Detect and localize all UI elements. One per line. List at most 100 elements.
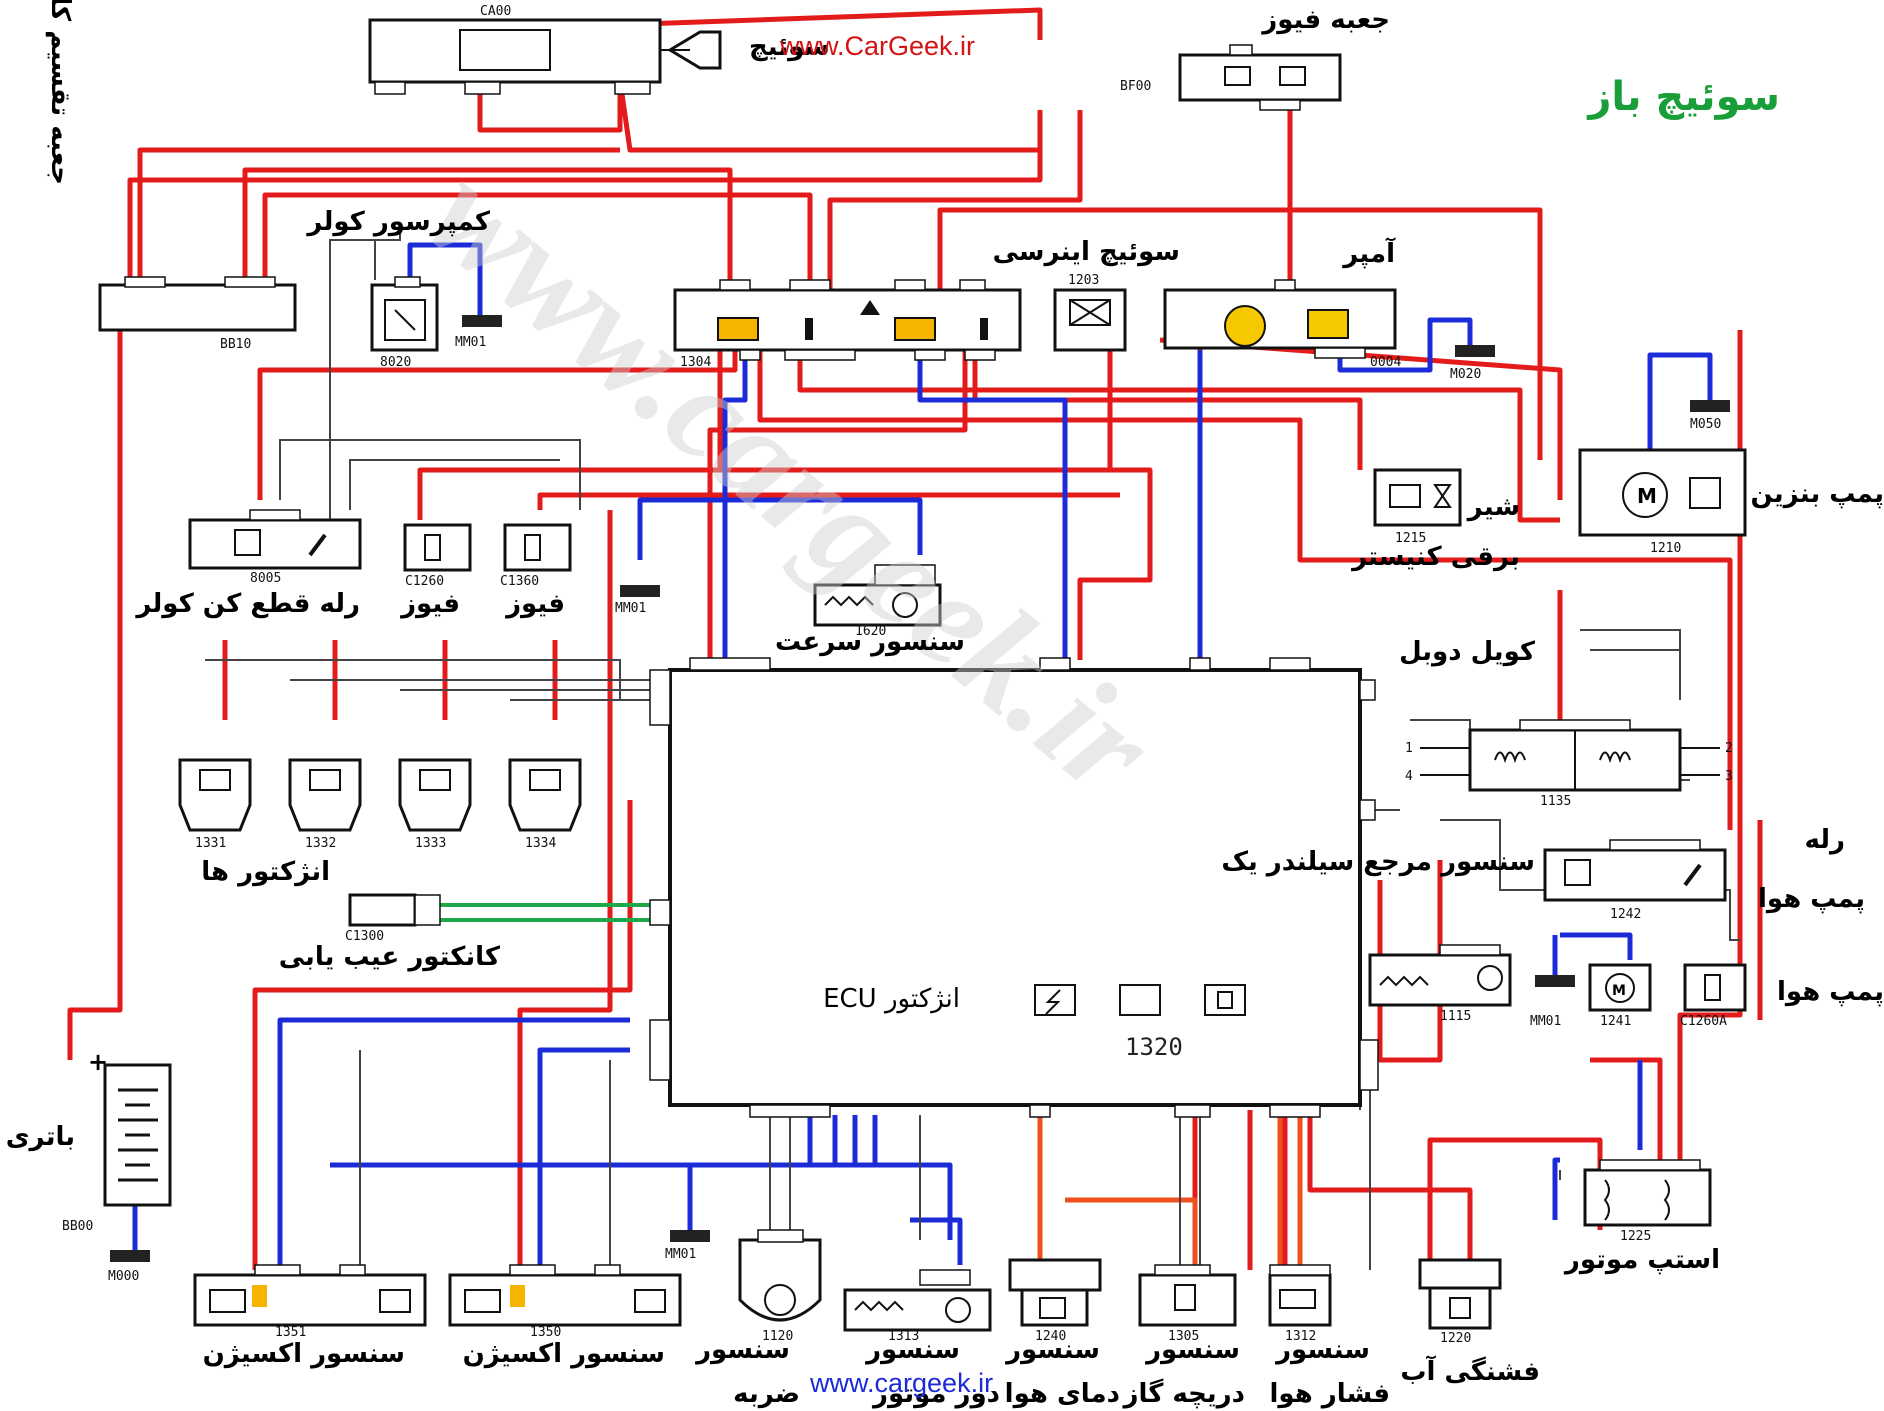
svg-text:+: + <box>88 1048 108 1076</box>
oxygen-sensor-1350: 1350 <box>448 1264 682 1340</box>
coil-terminal-4: 4 <box>1405 769 1413 784</box>
ecu-code: 1320 <box>1125 1033 1183 1061</box>
knock-sensor-label-1: سنسور <box>694 1335 790 1365</box>
ac-cutoff-relay: 8005 <box>188 509 362 586</box>
injector-1332-code: 1332 <box>305 836 336 851</box>
oxygen-sensor-1351-code: 1351 <box>275 1325 306 1340</box>
ignition-switch-code: CA00 <box>480 4 511 19</box>
ground-mm01-b: MM01 <box>615 585 660 616</box>
throttle-sensor: 1305 <box>1138 1264 1237 1344</box>
air-pump-relay-label-1: رله <box>1805 825 1846 855</box>
ecu-label: انژکتور ECU <box>823 984 960 1014</box>
fuse-c1260a: C1260A <box>1680 963 1747 1029</box>
water-temp-sensor: 1220 <box>1418 1258 1502 1346</box>
fuel-pump: M050 M 1210 <box>1578 400 1747 556</box>
injector-1332: 1332 <box>288 758 362 851</box>
ac-cutoff-relay-label: رله قطع کن کولر <box>134 589 360 619</box>
injector-1331: 1331 <box>178 758 252 851</box>
speed-sensor-code: 1620 <box>855 624 886 639</box>
coil-terminal-1: 1 <box>1405 741 1413 756</box>
fuel-pump-code: 1210 <box>1650 541 1681 556</box>
coil-terminal-3: 3 <box>1725 769 1733 784</box>
air-pump-code: 1241 <box>1600 1014 1631 1029</box>
stepper-motor: 1225 <box>1583 1159 1712 1244</box>
double-coil-code: 1135 <box>1540 794 1571 809</box>
amp-0004: 0004 <box>1163 279 1401 370</box>
canister-valve-label-1: شیر <box>1466 492 1520 522</box>
fuse-c1360-code: C1360 <box>500 574 539 589</box>
fuse-c1260a-code: C1260A <box>1680 1014 1727 1029</box>
knock-sensor-code: 1120 <box>762 1329 793 1344</box>
throttle-sensor-code: 1305 <box>1168 1329 1199 1344</box>
oxygen-sensor-2-label: سنسور اکسیژن <box>463 1339 665 1369</box>
fuse-2-label: فیوز <box>504 589 565 619</box>
cylinder-ref-sensor: 1115 <box>1368 944 1512 1024</box>
air-pump-relay-label-2: پمپ هوا <box>1758 884 1865 914</box>
air-pump-relay: 1242 <box>1543 839 1727 922</box>
canister-valve: 1215 <box>1373 468 1462 546</box>
ground-m000-code: M000 <box>108 1269 139 1284</box>
map-sensor: 1312 <box>1268 1264 1332 1344</box>
rpm-sensor-label-2: دور موتور <box>871 1379 1000 1409</box>
ground-mm01-a: MM01 <box>455 315 502 350</box>
main-relay-1304: 1304 <box>673 279 1022 370</box>
oxygen-sensor-1350-code: 1350 <box>530 1325 561 1340</box>
ac-compressor: 8020 <box>370 276 439 370</box>
throttle-label-2: دریچه گاز <box>1122 1378 1245 1409</box>
inertia-switch-code: 1203 <box>1068 273 1099 288</box>
inertia-switch: 1203 <box>1053 273 1127 352</box>
map-label-1: سنسور <box>1274 1335 1370 1365</box>
speed-sensor: 1620 <box>813 564 942 639</box>
throttle-label-1: سنسور <box>1144 1335 1240 1365</box>
diag-connector-label: کانکتور عیب یابی <box>279 942 501 972</box>
air-pump-label: پمپ هوا <box>1777 977 1884 1007</box>
stepper-motor-label: استپ موتور <box>1563 1245 1720 1275</box>
air-pump-1241: M 1241 <box>1588 963 1652 1029</box>
rpm-sensor-code: 1313 <box>888 1329 919 1344</box>
red-power-wires <box>67 7 1763 1270</box>
oxygen-sensor-1-label: سنسور اکسیژن <box>203 1339 405 1369</box>
junction-box-bb10: BB10 <box>98 276 297 352</box>
ground-mm01-d: MM01 <box>665 1230 710 1262</box>
battery-code: BB00 <box>62 1219 93 1234</box>
battery: + BB00 M000 <box>62 1048 172 1284</box>
diag-connector-code: C1300 <box>345 929 384 944</box>
water-temp-label: فشنگی آب <box>1400 1355 1540 1387</box>
canister-valve-code: 1215 <box>1395 531 1426 546</box>
injector-1334: 1334 <box>508 758 582 851</box>
top-url: www.CarGeek.ir <box>779 31 975 61</box>
water-temp-sensor-code: 1220 <box>1440 1331 1471 1346</box>
junction-box-label: جعبه تقسیم کالسکه ای <box>45 0 75 185</box>
stepper-motor-code: 1225 <box>1620 1229 1651 1244</box>
cylinder-ref-sensor-code: 1115 <box>1440 1009 1471 1024</box>
air-temp-sensor: 1240 <box>1008 1258 1102 1344</box>
rpm-sensor: 1313 <box>843 1269 992 1344</box>
knock-sensor-label-2: ضربه <box>733 1379 800 1409</box>
double-coil-label: کویل دوبل <box>1399 637 1536 667</box>
blue-ground-wires <box>132 242 1713 1270</box>
fuel-pump-label: پمپ بنزین <box>1751 479 1884 509</box>
ground-mm01-b-code: MM01 <box>615 601 646 616</box>
svg-text:M: M <box>1612 983 1626 999</box>
ground-m020: M020 <box>1450 345 1495 382</box>
air-temp-label-2: دمای هوا <box>1005 1379 1120 1409</box>
fuse-c1260-code: C1260 <box>405 574 444 589</box>
ac-cutoff-relay-code: 8005 <box>250 571 281 586</box>
canister-valve-label-2: برقی کنیستر <box>1350 542 1520 572</box>
ground-mm01-c-code: MM01 <box>1530 1014 1561 1029</box>
cyl1-ref-sensor-label: سنسور مرجع سیلندر یک <box>1221 847 1535 877</box>
fuse-1-label: فیوز <box>399 589 460 619</box>
air-temp-label-1: سنسور <box>1004 1335 1100 1365</box>
coil-terminal-2: 2 <box>1725 741 1733 756</box>
injector-1334-code: 1334 <box>525 836 556 851</box>
injectors-label: انژکتور ها <box>201 857 330 887</box>
fuse-c1360: C1360 <box>500 523 572 589</box>
ground-mm01-d-code: MM01 <box>665 1247 696 1262</box>
ac-compressor-code: 8020 <box>380 355 411 370</box>
injector-1331-code: 1331 <box>195 836 226 851</box>
amp-code: 0004 <box>1370 355 1401 370</box>
battery-label: باتری <box>6 1122 75 1152</box>
fuse-box-label: جعبه فیوز <box>1260 5 1390 35</box>
fuse-c1260: C1260 <box>403 523 472 589</box>
